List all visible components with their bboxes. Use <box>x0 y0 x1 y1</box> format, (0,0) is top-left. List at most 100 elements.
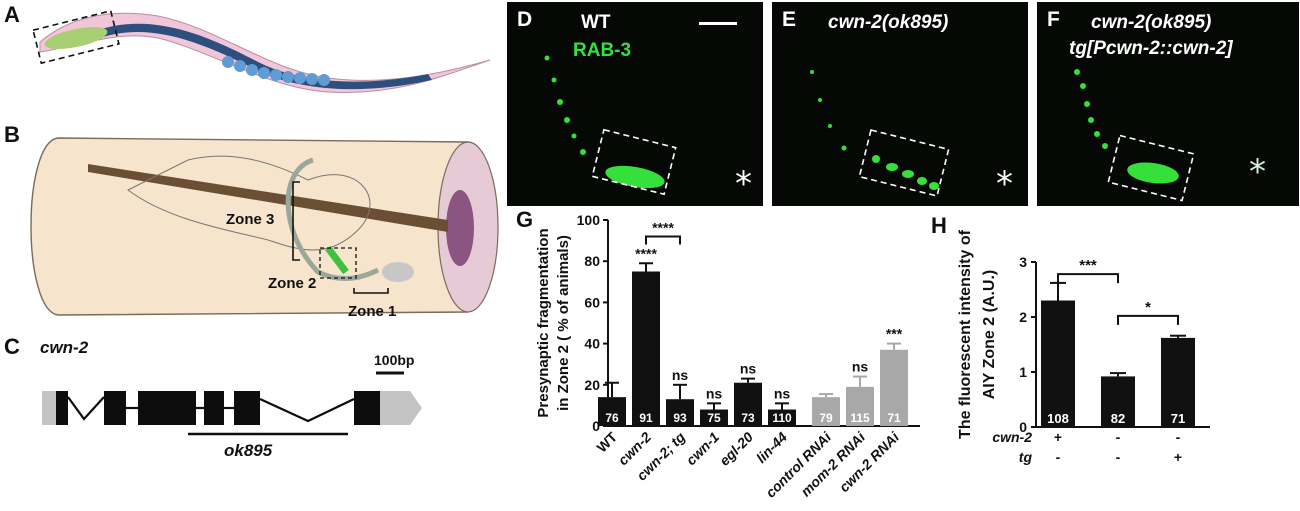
g-n-label: 76 <box>605 411 619 425</box>
exon-4 <box>204 391 224 425</box>
genotype-rescue-line2: tg[Pcwn-2::cwn-2] <box>1069 38 1233 59</box>
g-bar <box>768 409 796 426</box>
pharynx <box>88 164 448 232</box>
panel-letter-b: B <box>4 122 20 147</box>
h-tg-value: - <box>1116 449 1121 465</box>
worm-body <box>39 12 491 93</box>
g-bar <box>700 409 728 426</box>
g-bar <box>734 382 762 426</box>
scale-bar-micro <box>699 22 737 25</box>
h-bar <box>1161 337 1195 427</box>
panel-letter-d: D <box>517 8 533 31</box>
g-bar <box>632 271 660 426</box>
scale-label: 100bp <box>374 352 414 368</box>
pharynx-outline <box>127 155 371 251</box>
h-bracket-label: * <box>1145 299 1151 316</box>
panel-letter-e: E <box>782 8 797 31</box>
genotype-rescue-line1: cwn-2(ok895) <box>1091 12 1212 33</box>
aiy-zone2-green <box>325 245 349 275</box>
g-bar <box>812 397 840 426</box>
marker-rab3: RAB-3 <box>573 40 632 61</box>
intron-1 <box>67 396 105 421</box>
aiy-cell-body <box>382 262 414 282</box>
micrograph-cwn2: E cwn-2(ok895) * <box>772 2 1028 206</box>
exon-2 <box>104 391 126 425</box>
zone1-bracket <box>353 288 389 294</box>
h-bracket-label: *** <box>1079 257 1097 274</box>
exon-3 <box>138 391 196 425</box>
g-n-label: 115 <box>850 411 870 425</box>
h-y-tick-label: 1 <box>1019 364 1027 380</box>
h-cwn2-value: - <box>1116 429 1121 445</box>
h-y-tick-label: 0 <box>1019 419 1027 435</box>
h-n-label: 71 <box>1171 411 1185 426</box>
panel-letter-g: G <box>516 207 534 232</box>
zone2-label: Zone 2 <box>268 275 316 292</box>
h-y-tick-label: 2 <box>1019 309 1027 325</box>
head-diagram: Zone 3 Zone 2 Zone 1 <box>30 137 499 320</box>
exon-1 <box>56 391 68 425</box>
h-n-label: 108 <box>1047 411 1069 426</box>
g-y-tick-label: 80 <box>584 253 600 269</box>
h-row-label-cwn2: cwn-2 <box>992 429 1032 445</box>
zone3-bracket <box>292 181 300 261</box>
h-row-label-tg: tg <box>1019 449 1033 465</box>
g-y-tick-label: 40 <box>584 336 600 352</box>
micrograph-wt: D WT RAB-3 * <box>507 2 763 206</box>
g-n-label: 110 <box>772 411 792 425</box>
worm-head-green <box>44 26 108 50</box>
g-n-label: 71 <box>887 411 901 425</box>
genotype-wt: WT <box>581 12 611 33</box>
zone3-label: Zone 3 <box>226 211 274 228</box>
panel-letter-h: H <box>931 213 947 238</box>
h-tg-value: + <box>1174 449 1182 465</box>
h-cwn2-value: + <box>1054 429 1062 445</box>
g-n-label: 91 <box>639 411 653 425</box>
g-category-label: lin-44 <box>753 429 790 466</box>
rab3-signal-cwn2 <box>810 70 950 197</box>
g-n-label: 93 <box>673 411 687 425</box>
g-bar <box>846 386 874 426</box>
h-bar <box>1041 300 1075 427</box>
pharynx-bulb <box>446 190 474 266</box>
intron-5 <box>259 398 355 423</box>
exon-5 <box>234 391 260 425</box>
asterisk-wt: * <box>735 164 752 204</box>
g-category-label: egl-20 <box>716 429 756 469</box>
h-y-label-line2: AIY Zone 2 (A.U.) <box>981 270 998 400</box>
g-n-label: 75 <box>707 411 721 425</box>
g-y-label-line1: Presynaptic fragmentation <box>535 228 552 417</box>
rab3-signal-rescue <box>1074 69 1195 202</box>
g-significance: ns <box>774 385 791 401</box>
worm-head-box <box>32 9 120 65</box>
g-significance: ns <box>706 385 723 401</box>
g-category-label: cwn-1 <box>683 429 723 469</box>
h-n-label: 82 <box>1111 411 1125 426</box>
h-bracket <box>1057 273 1119 284</box>
g-significance: ns <box>852 359 869 375</box>
gene-structure: cwn-2 100bp ok895 <box>40 338 422 460</box>
worm-gut <box>98 23 432 90</box>
g-significance: **** <box>635 245 657 261</box>
panel-letter-c: C <box>4 334 20 359</box>
h-bracket <box>1117 314 1179 325</box>
panel-letter-f: F <box>1047 8 1060 31</box>
allele-label: ok895 <box>224 441 273 460</box>
utr-5 <box>42 391 56 425</box>
g-significance: ns <box>672 367 689 383</box>
zone1-label: Zone 1 <box>348 303 396 320</box>
g-bar <box>880 349 908 426</box>
asterisk-rescue: * <box>1249 152 1266 192</box>
micrograph-rescue: F cwn-2(ok895) tg[Pcwn-2::cwn-2] * <box>1037 2 1299 206</box>
h-tg-value: - <box>1056 449 1061 465</box>
h-bar <box>1101 376 1135 427</box>
exon-6 <box>354 391 380 425</box>
g-y-tick-label: 100 <box>577 212 601 228</box>
worm-illustration <box>32 9 491 93</box>
gene-name: cwn-2 <box>40 338 89 357</box>
g-y-label-line2: in Zone 2 ( % of animals) <box>555 235 572 411</box>
genotype-cwn2: cwn-2(ok895) <box>828 12 949 33</box>
h-cwn2-value: - <box>1176 429 1181 445</box>
